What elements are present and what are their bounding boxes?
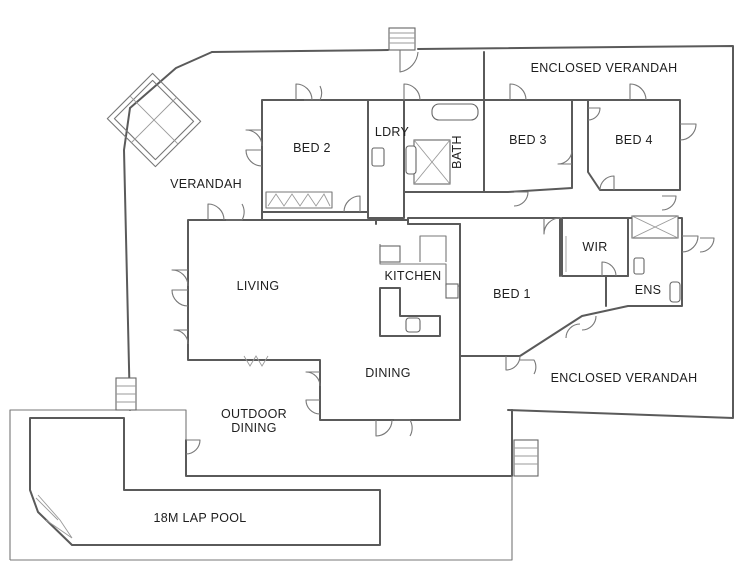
living-doors <box>171 203 413 437</box>
front-steps <box>388 27 419 73</box>
label-line: OUTDOOR <box>221 407 287 421</box>
label-enclosed-verandah-top: ENCLOSED VERANDAH <box>531 61 678 75</box>
label-verandah: VERANDAH <box>170 177 242 191</box>
label-ldry: LDRY <box>375 125 410 139</box>
kitchen-fixtures <box>379 235 460 337</box>
master-suite <box>407 195 715 375</box>
lap-pool-basin <box>29 417 381 546</box>
label-bed-1: BED 1 <box>493 287 531 301</box>
label-bed-2: BED 2 <box>293 141 331 155</box>
room-labels: ENCLOSED VERANDAH BED 2 LDRY BATH BED 3 … <box>154 61 698 525</box>
upper-doors <box>245 83 697 213</box>
outer-boundary <box>123 45 734 419</box>
bath-fixtures <box>371 103 479 185</box>
label-living: LIVING <box>237 279 280 293</box>
label-wir: WIR <box>582 240 607 254</box>
label-bed-4: BED 4 <box>615 133 653 147</box>
label-bath: BATH <box>450 135 464 169</box>
label-line: DINING <box>231 421 277 435</box>
bed2-wardrobe <box>265 191 333 209</box>
gazebo <box>106 72 202 168</box>
label-enclosed-verandah-bottom: ENCLOSED VERANDAH <box>551 371 698 385</box>
outdoor-area <box>9 377 539 561</box>
label-lap-pool: 18M LAP POOL <box>154 511 247 525</box>
label-dining: DINING <box>365 366 411 380</box>
label-ens: ENS <box>635 283 662 297</box>
label-kitchen: KITCHEN <box>385 269 442 283</box>
label-bed-3: BED 3 <box>509 133 547 147</box>
